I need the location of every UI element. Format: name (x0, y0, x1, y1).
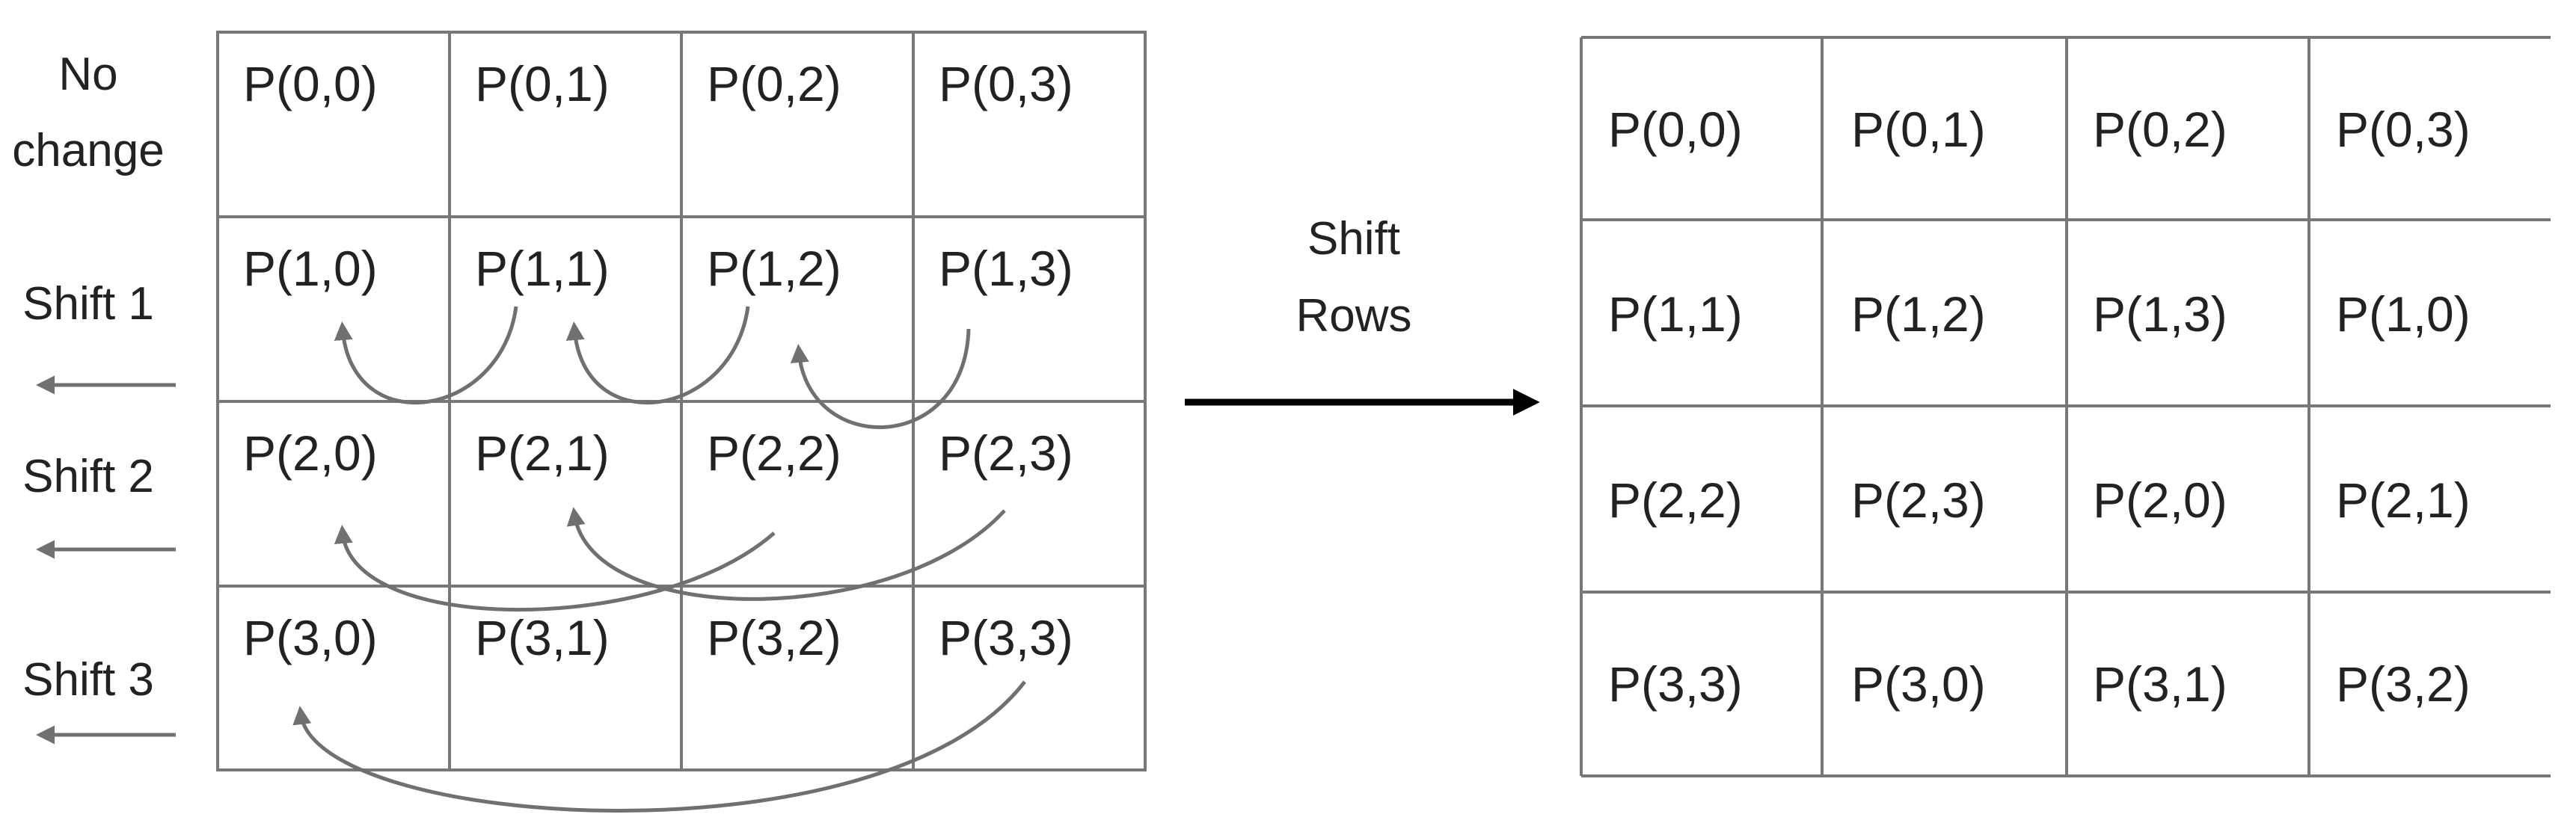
right-cell-1-2: P(1,3) (2093, 286, 2227, 342)
shift-arcs (292, 306, 1026, 813)
right-cell-0-3: P(0,3) (2336, 102, 2471, 157)
shift-left-arrows (36, 375, 176, 745)
right-cell-1-3: P(1,0) (2336, 286, 2471, 342)
right-cell-0-0: P(0,0) (1608, 102, 1743, 157)
shift-1-label: Shift 1 (22, 278, 154, 330)
right-cell-2-2: P(2,0) (2093, 472, 2227, 528)
left-grid-cells: P(0,0) P(0,1) P(0,2) P(0,3) P(1,0) P(1,1) P(1,… (243, 56, 1073, 665)
right-cell-0-1: P(0,1) (1851, 102, 1986, 157)
right-cell-3-1: P(3,0) (1851, 656, 1986, 712)
left-cell-0-1: P(0,1) (475, 56, 610, 111)
right-cell-2-3: P(2,1) (2336, 472, 2471, 528)
left-cell-3-1: P(3,1) (475, 610, 610, 665)
right-cell-1-0: P(1,1) (1608, 286, 1743, 342)
left-cell-1-3: P(1,3) (939, 241, 1073, 296)
shift-2-label: Shift 2 (22, 451, 154, 502)
right-cell-0-2: P(0,2) (2093, 102, 2227, 157)
no-change-label-line-2: change (12, 125, 164, 176)
left-grid (216, 31, 1147, 771)
left-cell-0-0: P(0,0) (243, 56, 378, 111)
right-grid (1580, 36, 2551, 777)
right-cell-3-0: P(3,3) (1608, 656, 1743, 712)
left-cell-0-3: P(0,3) (939, 56, 1073, 111)
left-cell-3-2: P(3,2) (707, 610, 841, 665)
right-cell-3-3: P(3,2) (2336, 656, 2471, 712)
left-cell-1-2: P(1,2) (707, 241, 841, 296)
operation-label-line-2: Rows (1295, 290, 1411, 342)
right-grid-cells: P(0,0) P(0,1) P(0,2) P(0,3) P(1,1) P(1,2) P(1,… (1608, 102, 2471, 712)
right-cell-3-2: P(3,1) (2093, 656, 2227, 712)
left-cell-1-0: P(1,0) (243, 241, 378, 296)
left-cell-2-2: P(2,2) (707, 425, 841, 481)
left-cell-0-2: P(0,2) (707, 56, 841, 111)
left-cell-2-0: P(2,0) (243, 425, 378, 481)
shift-3-label: Shift 3 (22, 654, 154, 706)
row1-arc-p13-to-p12 (790, 328, 971, 430)
right-cell-1-1: P(1,2) (1851, 286, 1986, 342)
row3-arc-p33-to-p30 (292, 680, 1026, 813)
no-change-label-line-1: No (58, 49, 117, 100)
row2-arc-p22-to-p20 (334, 525, 776, 612)
right-cell-2-0: P(2,2) (1608, 472, 1743, 528)
row1-arc-p12-to-p11 (565, 306, 750, 405)
left-cell-3-3: P(3,3) (939, 610, 1073, 665)
left-cell-2-1: P(2,1) (475, 425, 610, 481)
left-cell-1-1: P(1,1) (475, 241, 610, 296)
right-cell-2-1: P(2,3) (1851, 472, 1986, 528)
left-cell-3-0: P(3,0) (243, 610, 378, 665)
operation-label-line-1: Shift (1307, 213, 1400, 265)
row2-arc-p23-to-p21 (566, 507, 1006, 601)
left-cell-2-3: P(2,3) (939, 425, 1073, 481)
row1-arc-p11-to-p10 (334, 306, 518, 405)
